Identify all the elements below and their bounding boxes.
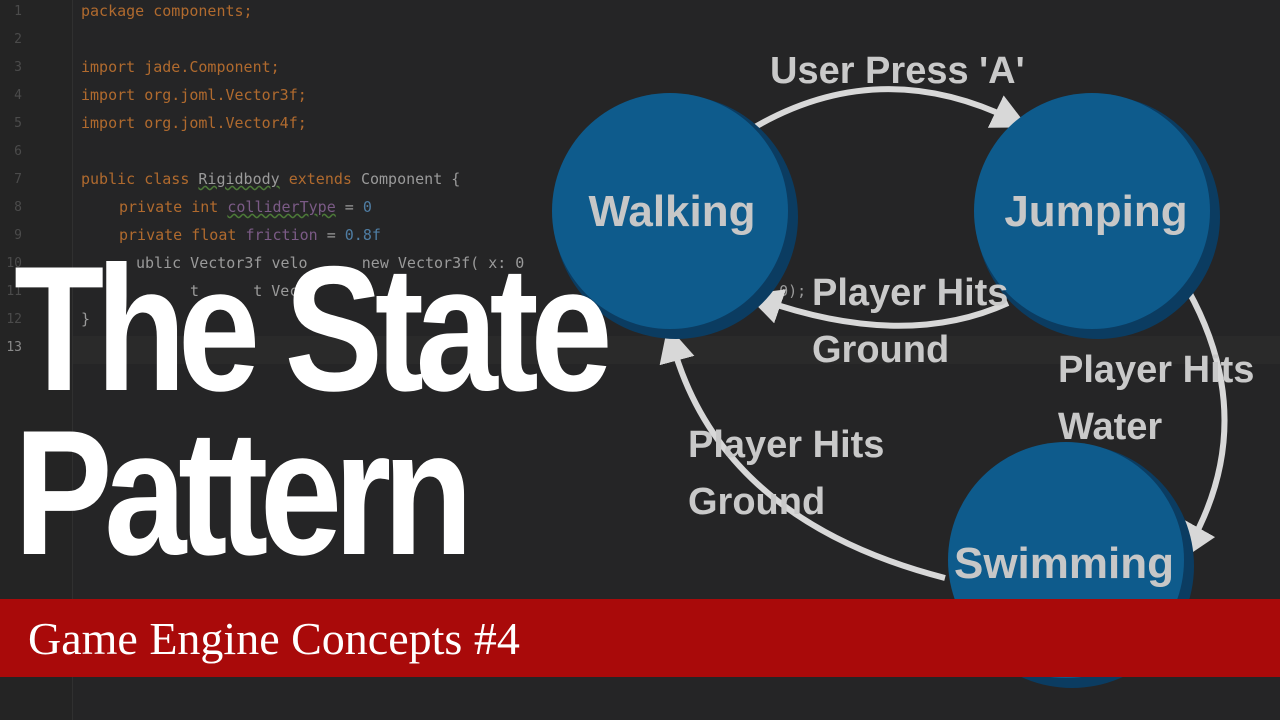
keyword: package components; [81,2,253,20]
transition-label-jump-to-swim-line1: Player Hits [1058,349,1254,391]
operator: = [317,226,345,244]
line-number: 3 [14,60,22,75]
line-number: 5 [14,116,22,131]
series-title: Game Engine Concepts #4 [28,613,520,664]
title-line-1: The State [14,229,613,428]
keyword: private int [119,198,228,216]
import-statement: import jade.Component; [81,58,280,76]
line-number: 1 [14,4,22,19]
class-name: Component { [360,170,461,188]
code-line-brace: } [81,310,91,328]
state-node-walking [552,93,798,339]
keyword: public class [81,170,199,188]
series-banner [0,599,1280,677]
state-label-swimming: Swimming [954,539,1174,588]
line-number: 12 [6,312,22,327]
line-number: 7 [14,172,22,187]
line-number: 6 [14,144,22,159]
operator: = [335,198,363,216]
transition-arrow-jump-to-walk [746,289,1010,329]
keyword: extends [279,170,361,188]
transition-label-jump-to-swim-line2: Water [1058,406,1162,448]
transition-label-jump-to-walk-line1: Player Hits [812,272,1008,314]
import-statement: import org.joml.Vector4f; [81,114,307,132]
state-label-walking: Walking [588,187,755,236]
code-line-import: import org.joml.Vector3f; [81,81,307,109]
line-number: 4 [14,88,22,103]
code-line-field: t t Vec e [190,282,407,300]
code-line-class: public class Rigidbody extends Component… [81,165,460,193]
title-line-2: Pattern [14,393,473,592]
transition-label-walk-to-jump: User Press 'A' [770,50,1025,92]
code-line-import: import jade.Component; [81,53,280,81]
state-node-jumping [974,93,1220,339]
number-literal: 0 [362,198,372,216]
transition-label-jump-to-walk-line2: Ground [812,329,949,371]
keyword: private float [119,226,246,244]
state-label-jumping: Jumping [1004,187,1187,236]
code-line-field: ublic Vector3f velo new Vector3f( x: 0 [136,254,525,272]
transition-arrow-walk-to-jump [753,86,1029,130]
number-literal: 0.8f [344,226,381,244]
line-number: 2 [14,32,22,47]
field-name: friction [245,226,318,244]
import-statement: import org.joml.Vector3f; [81,86,307,104]
transition-arrow-swim-to-walk [659,325,946,581]
code-line-package: package components; [81,0,253,25]
line-number: 10 [6,256,22,271]
code-line-import: import org.joml.Vector4f; [81,109,307,137]
code-line-field: private int colliderType = 0 [119,193,372,221]
transition-arrow-jump-to-swim [1181,288,1228,560]
line-number-current: 13 [6,340,22,355]
class-name: Rigidbody [198,170,280,188]
transition-label-swim-to-walk-line1: Player Hits [688,424,884,466]
line-number: 9 [14,228,22,243]
line-number: 11 [6,284,22,299]
transition-label-swim-to-walk-line2: Ground [688,481,825,523]
line-number: 8 [14,200,22,215]
field-name: colliderType [227,198,336,216]
code-line-field: private float friction = 0.8f [119,221,381,249]
